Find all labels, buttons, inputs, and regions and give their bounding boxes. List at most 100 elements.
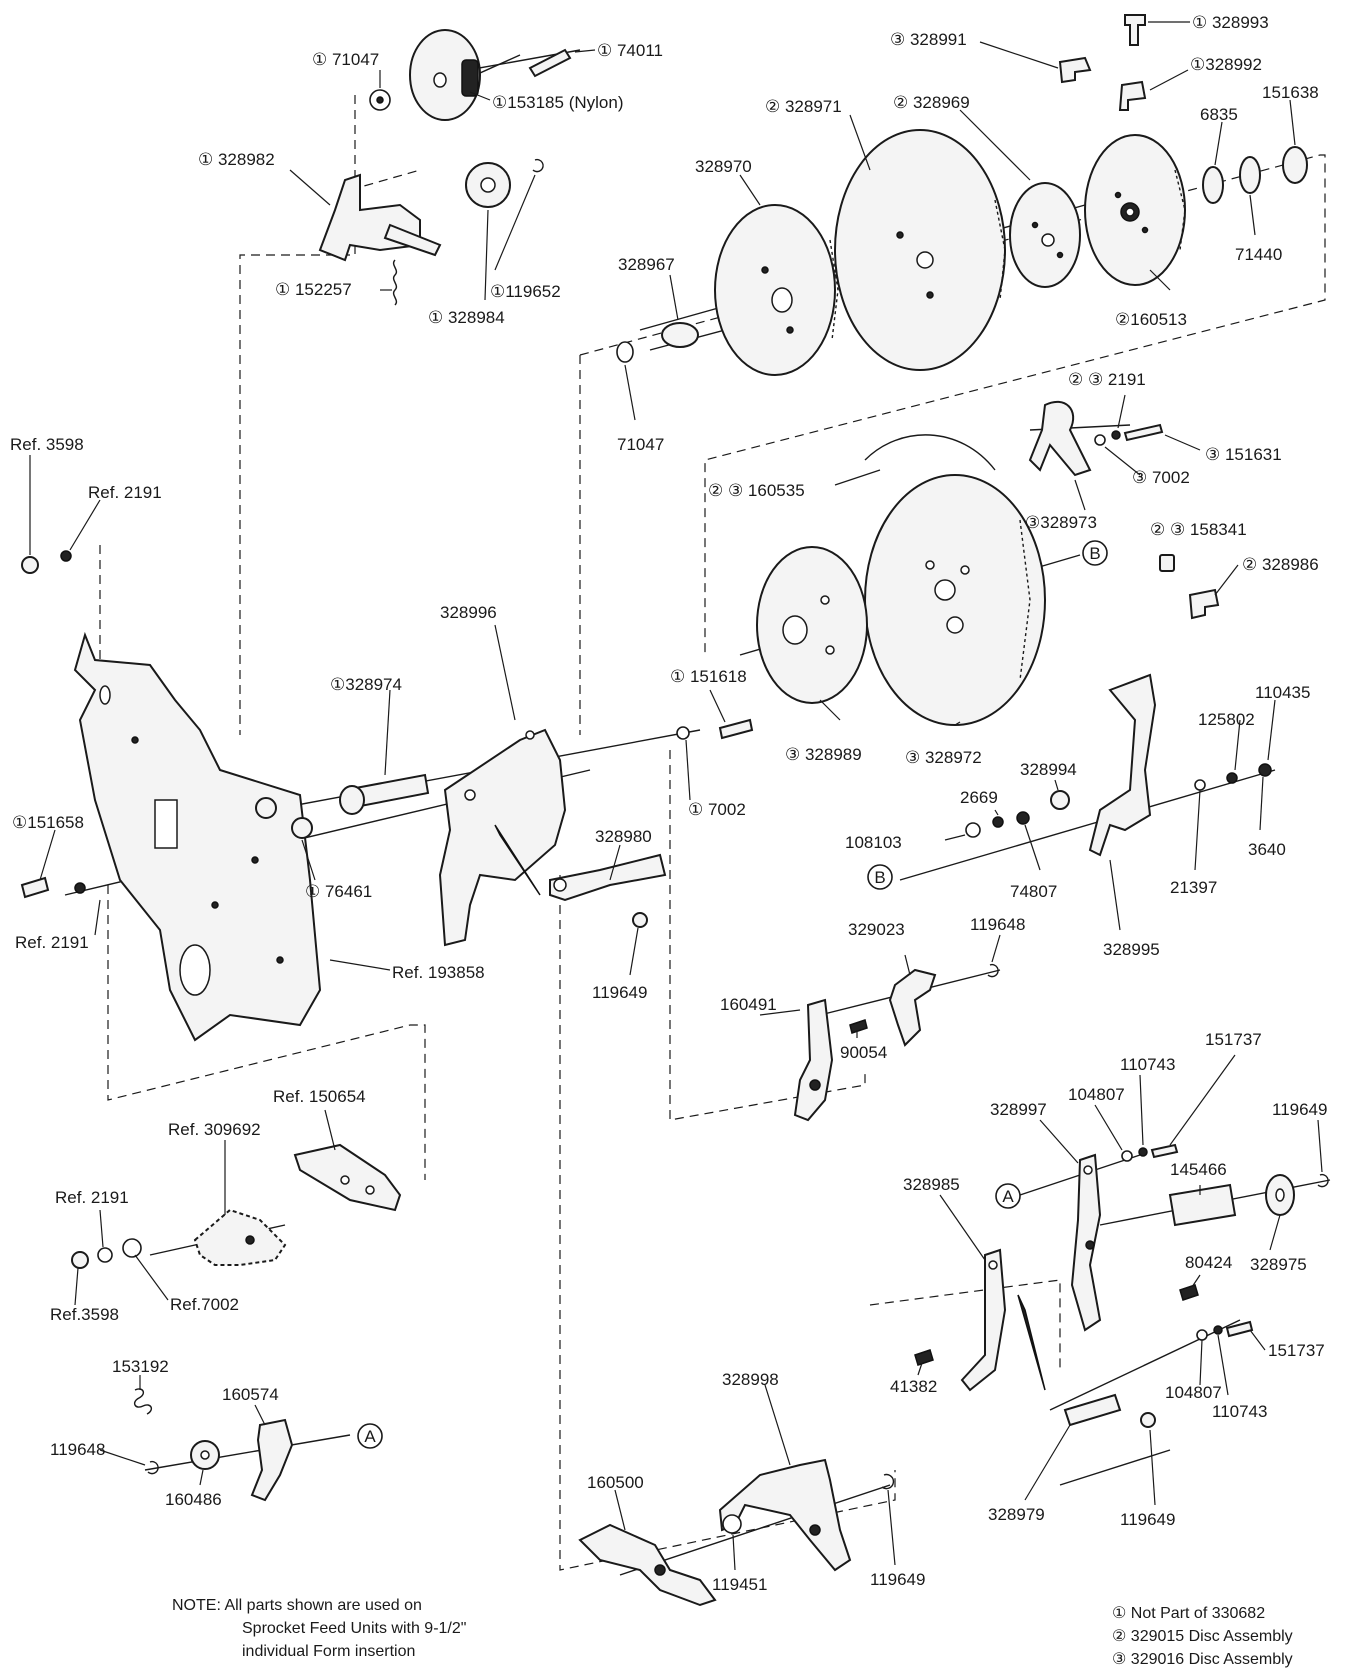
label-110435: 110435 <box>1255 683 1310 702</box>
label-2191top: ② ③ 2191 <box>1068 370 1146 389</box>
screw-151618-icon <box>718 718 754 740</box>
label-328980: 328980 <box>595 827 652 846</box>
bushing-328967-icon <box>661 322 699 348</box>
clip-119649b-icon <box>1317 1173 1329 1188</box>
note-line-2: Sprocket Feed Units with 9-1/2" <box>242 1620 466 1637</box>
bushing-76461-b-icon <box>291 817 313 839</box>
legend-item-1: ① Not Part of 330682 <box>1112 1605 1265 1622</box>
label-ref150654: Ref. 150654 <box>273 1087 366 1106</box>
ring-160535-icon <box>864 434 996 471</box>
washer-110743a-icon <box>1138 1147 1148 1157</box>
label-151658: ①151658 <box>12 813 84 832</box>
label-71047b: 71047 <box>617 435 664 454</box>
label-328969: ② 328969 <box>893 93 970 112</box>
label-328967: 328967 <box>618 255 675 274</box>
label-41382: 41382 <box>890 1377 937 1396</box>
spring-90054-icon <box>849 1019 868 1034</box>
part-labels: ① 328993 ③ 328991 ①328992 ① 71047 ① 7401… <box>10 13 1327 1594</box>
label-328970: 328970 <box>695 157 752 176</box>
screw-74011-icon <box>528 48 572 78</box>
link-160491-icon <box>793 998 834 1122</box>
label-119649d: 119649 <box>870 1570 925 1589</box>
label-ref2191b: Ref. 2191 <box>15 933 89 952</box>
reference-markers: B B A A <box>357 540 1108 1449</box>
legend-item-3: ③ 329016 Disc Assembly <box>1112 1651 1293 1668</box>
part-328991-icon <box>1058 56 1092 84</box>
lever-160574-icon <box>250 1418 294 1502</box>
plate-309692-icon <box>193 1208 287 1266</box>
lever-328973-icon <box>1028 400 1092 477</box>
note-line-3: individual Form insertion <box>242 1643 415 1660</box>
label-119648a: 119648 <box>970 915 1025 934</box>
label-328972: ③ 328972 <box>905 748 982 767</box>
label-160491: 160491 <box>720 995 777 1014</box>
link-328979-icon <box>1063 1393 1122 1427</box>
screw-151737a-icon <box>1150 1143 1179 1159</box>
side-frame-assembly <box>20 550 322 1042</box>
label-21397: 21397 <box>1170 878 1217 897</box>
clip-119652-icon <box>532 158 544 173</box>
clip-119649a-icon <box>632 912 648 928</box>
label-328974: ①328974 <box>330 675 402 694</box>
spring-152257-icon <box>392 259 398 306</box>
marker-b-left-label: B <box>874 868 885 887</box>
lever-329023-icon <box>888 968 937 1047</box>
washer-104807a-icon <box>1121 1150 1133 1162</box>
label-328991: ③ 328991 <box>890 30 967 49</box>
washer-110743b-icon <box>1213 1325 1223 1335</box>
washer-104807b-icon <box>1196 1329 1208 1341</box>
nut-3640-icon <box>1258 763 1272 777</box>
latch-328986-icon <box>1188 588 1220 620</box>
nylon-gear-assembly <box>318 29 572 306</box>
washer-ref-7002-icon <box>122 1238 142 1258</box>
washer-71440-icon <box>1239 156 1261 194</box>
label-104807b: 104807 <box>1165 1383 1222 1402</box>
bottom-right-parts <box>914 1143 1329 1428</box>
label-160574: 160574 <box>222 1385 279 1404</box>
note-line-1: NOTE: All parts shown are used on <box>172 1597 422 1614</box>
clip-119648a-icon <box>987 963 999 978</box>
label-328998: 328998 <box>722 1370 779 1389</box>
label-151737b: 151737 <box>1268 1341 1325 1360</box>
bracket-328998-icon <box>718 1458 852 1572</box>
label-119649a: 119649 <box>592 983 647 1002</box>
arm-328980-icon <box>549 853 667 902</box>
label-108103: 108103 <box>845 833 902 852</box>
label-ref2191c: Ref. 2191 <box>55 1188 129 1207</box>
label-6835: 6835 <box>1200 105 1238 124</box>
label-110743b: 110743 <box>1212 1402 1267 1421</box>
nut-3598-icon <box>21 556 39 574</box>
legend-block: ① Not Part of 330682 ② 329015 Disc Assem… <box>1112 1605 1293 1668</box>
label-119451: 119451 <box>712 1575 767 1594</box>
label-2669: 2669 <box>960 788 998 807</box>
label-328979: 328979 <box>988 1505 1045 1524</box>
label-90054: 90054 <box>840 1043 887 1062</box>
label-328993: ① 328993 <box>1192 13 1269 32</box>
washer-6835-icon <box>1202 166 1224 204</box>
shaft-and-bracket <box>255 718 754 947</box>
washer-151638-icon <box>1282 146 1308 184</box>
label-74807: 74807 <box>1010 882 1057 901</box>
side-plate-193858-icon <box>73 631 322 1042</box>
label-119652: ①119652 <box>490 282 561 301</box>
label-328973: ③328973 <box>1025 513 1097 532</box>
washer-ref-2191b-icon <box>97 1247 113 1263</box>
block-158341-icon <box>1159 554 1175 572</box>
label-328971: ② 328971 <box>765 97 842 116</box>
bottom-center-parts <box>578 1458 895 1607</box>
washer-2191-icon <box>1111 430 1121 440</box>
legend-item-2: ② 329015 Disc Assembly <box>1112 1628 1293 1645</box>
label-153192: 153192 <box>112 1357 169 1376</box>
label-328985: 328985 <box>903 1175 960 1194</box>
label-ref309692: Ref. 309692 <box>168 1120 261 1139</box>
washer-328994-icon <box>1050 790 1070 810</box>
label-ref3598: Ref. 3598 <box>10 435 84 454</box>
lower-left-parts <box>71 1143 402 1269</box>
label-104807a: 104807 <box>1068 1085 1125 1104</box>
disc-328971-icon <box>834 129 1006 371</box>
clip-119648b-icon <box>147 1460 159 1475</box>
label-71440: 71440 <box>1235 245 1282 264</box>
label-160513: ②160513 <box>1115 310 1187 329</box>
bracket-328982-icon <box>318 173 421 262</box>
label-151631: ③ 151631 <box>1205 445 1282 464</box>
